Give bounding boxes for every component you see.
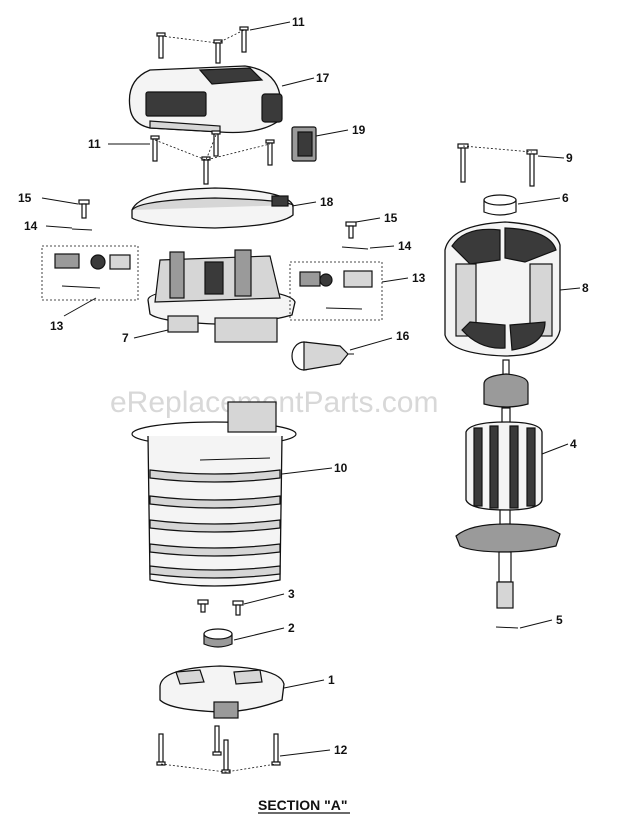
callout-16: 16 xyxy=(396,329,410,343)
callout-18: 18 xyxy=(320,195,334,209)
part-16-lamp[interactable] xyxy=(291,341,354,371)
part-15-right-screw[interactable] xyxy=(345,221,357,239)
part-11-middle-screws[interactable] xyxy=(150,130,275,185)
callout-8: 8 xyxy=(582,281,589,295)
callout-12: 12 xyxy=(334,743,348,757)
part-12-bottom-screws[interactable] xyxy=(156,725,281,774)
part-3-screws[interactable] xyxy=(197,599,244,616)
callout-19: 19 xyxy=(352,123,366,137)
callout-6: 6 xyxy=(562,191,569,205)
part-19-switch[interactable] xyxy=(291,126,317,162)
leader-lines xyxy=(41,21,581,757)
callout-17: 17 xyxy=(316,71,330,85)
callout-14-right: 14 xyxy=(398,239,412,253)
callout-15-left: 15 xyxy=(18,191,32,205)
callout-11-middle: 11 xyxy=(88,137,101,151)
part-17-top-cover[interactable] xyxy=(128,65,283,134)
callout-labels: 11 17 11 19 9 15 18 6 14 15 14 13 8 13 1… xyxy=(18,15,589,757)
part-14-right-spring[interactable] xyxy=(341,246,369,250)
part-13-right-brush-assembly[interactable] xyxy=(289,261,383,321)
callout-2: 2 xyxy=(288,621,295,635)
part-5-washer[interactable] xyxy=(495,626,519,629)
callout-4: 4 xyxy=(570,437,577,451)
part-6-bearing[interactable] xyxy=(483,194,517,216)
part-4-armature[interactable] xyxy=(455,359,561,609)
part-1-end-bell[interactable] xyxy=(159,665,285,719)
callout-11-top: 11 xyxy=(292,15,305,29)
part-18-ring[interactable] xyxy=(131,187,294,229)
callout-13-left: 13 xyxy=(50,319,64,333)
callout-5: 5 xyxy=(556,613,563,627)
part-13-left-brush-assembly[interactable] xyxy=(41,245,139,301)
callout-7: 7 xyxy=(122,331,129,345)
callout-15-right: 15 xyxy=(384,211,398,225)
callout-14-left: 14 xyxy=(24,219,38,233)
section-title-text: SECTION "A" xyxy=(258,797,348,813)
part-8-stator[interactable] xyxy=(444,221,561,357)
part-7-motor-housing[interactable] xyxy=(147,249,296,343)
callout-9: 9 xyxy=(566,151,573,165)
part-10-fan-housing[interactable] xyxy=(131,401,297,587)
callout-13-right: 13 xyxy=(412,271,426,285)
part-2-bearing[interactable] xyxy=(203,628,233,648)
part-15-left-screw[interactable] xyxy=(78,199,90,219)
callout-3: 3 xyxy=(288,587,295,601)
part-11-top-screws[interactable] xyxy=(156,26,249,64)
part-14-left-spring[interactable] xyxy=(71,228,93,231)
callout-1: 1 xyxy=(328,673,335,687)
callout-10: 10 xyxy=(334,461,348,475)
section-title: SECTION "A" xyxy=(258,797,350,814)
part-9-screws[interactable] xyxy=(457,143,538,187)
